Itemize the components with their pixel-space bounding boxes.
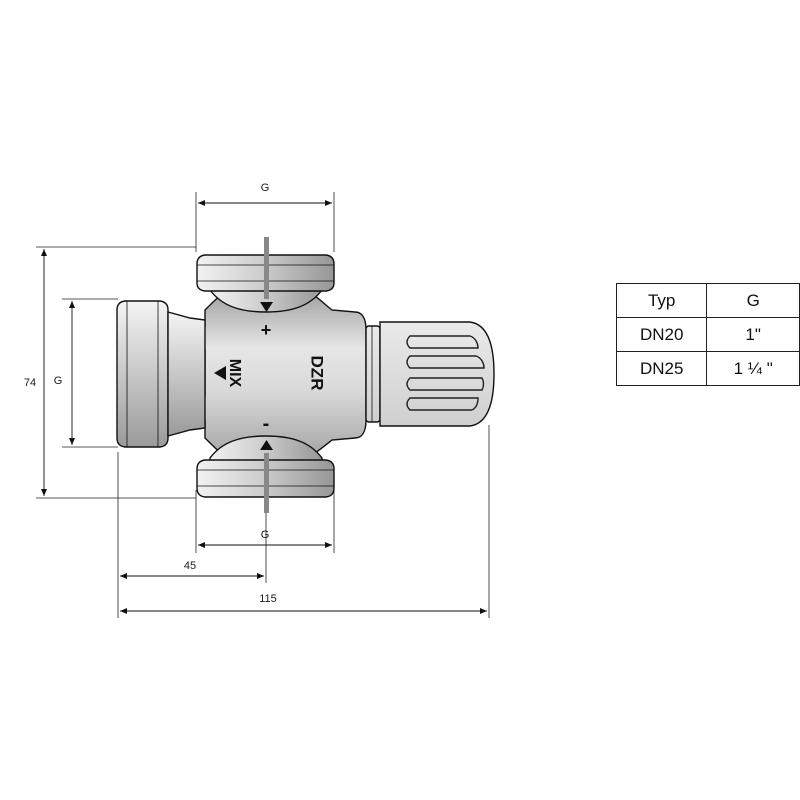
left-union-nut	[116, 300, 169, 448]
mix-marking: MIX	[226, 359, 243, 388]
top-flow-marker	[264, 237, 269, 299]
row-dn25-type: DN25	[615, 351, 708, 386]
offset-label: 45	[184, 560, 196, 572]
bottom-g-label: G	[261, 529, 270, 541]
header-g: G	[706, 283, 800, 318]
minus-marking: -	[263, 413, 270, 435]
table-row: DN25 1 ¼ "	[615, 351, 800, 386]
bonnet-ring	[365, 325, 381, 423]
size-table: Typ G DN20 1" DN25 1 ¼ "	[615, 283, 800, 386]
header-typ: Typ	[615, 283, 708, 318]
top-g-label: G	[261, 182, 270, 194]
dimension-lines	[41, 200, 487, 614]
brand-marking: DZR	[308, 356, 327, 391]
row-dn25-size: 1 ¼ "	[706, 351, 800, 386]
height-label: 74	[24, 377, 36, 389]
bottom-direction-arrow-icon	[260, 440, 273, 450]
table-header-row: Typ G	[615, 283, 800, 318]
valve-body	[116, 254, 495, 498]
table-row: DN20 1"	[615, 317, 800, 352]
row-dn20-type: DN20	[615, 317, 708, 352]
length-label: 115	[259, 593, 277, 605]
plus-marking: +	[261, 320, 272, 340]
extension-lines	[36, 192, 490, 618]
left-g-label: G	[54, 375, 63, 387]
row-dn20-size: 1"	[706, 317, 800, 352]
knob-grooves	[406, 335, 485, 411]
mix-direction-arrow-icon	[214, 366, 226, 380]
top-direction-arrow-icon	[260, 302, 273, 312]
bottom-flow-marker	[264, 453, 269, 513]
